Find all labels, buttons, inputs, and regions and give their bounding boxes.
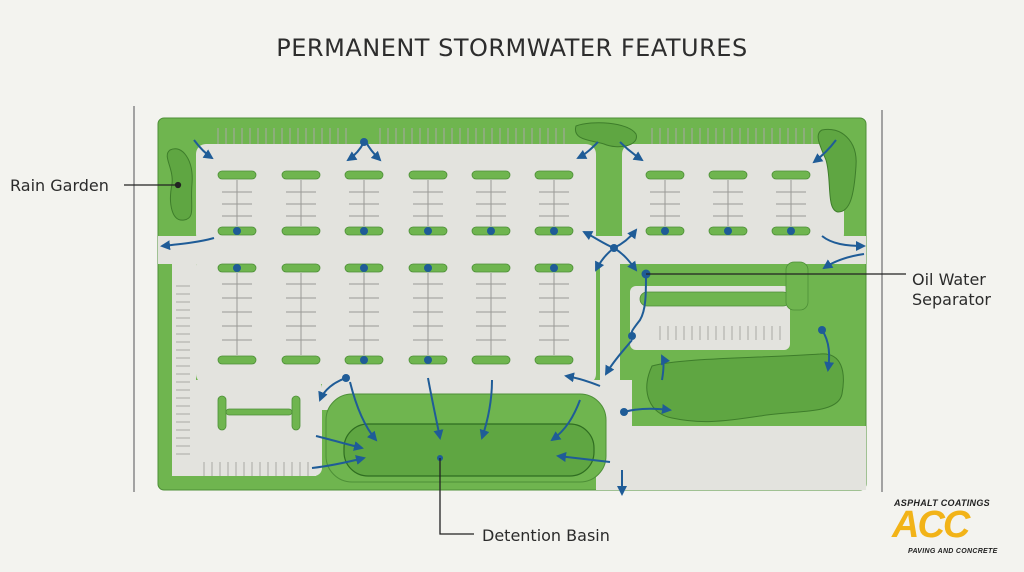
- inlet-dots: [233, 138, 826, 461]
- separator-strip: [785, 261, 809, 311]
- logo-top-text: ASPHALT COATINGS: [894, 498, 990, 508]
- callout-oil-water-separator: Oil Water Separator: [912, 270, 991, 309]
- callout-rain-garden: Rain Garden: [10, 176, 109, 195]
- callout-detention-basin: Detention Basin: [482, 526, 610, 545]
- retention-area-right: [646, 353, 844, 423]
- company-logo: ASPHALT COATINGS ACC PAVING AND CONCRETE: [872, 498, 1012, 560]
- logo-mark: ACC: [892, 504, 970, 546]
- parking-stalls: [222, 180, 806, 355]
- edge-stalls: [176, 128, 813, 476]
- separator-pipe: [630, 273, 647, 337]
- flow-arrows: [160, 139, 866, 496]
- logo-bottom-text: PAVING AND CONCRETE: [908, 548, 998, 555]
- callout-lines: [124, 181, 906, 535]
- page-title: PERMANENT STORMWATER FEATURES: [276, 34, 748, 62]
- detention-basin: [343, 423, 595, 477]
- rain-garden-top: [574, 122, 637, 148]
